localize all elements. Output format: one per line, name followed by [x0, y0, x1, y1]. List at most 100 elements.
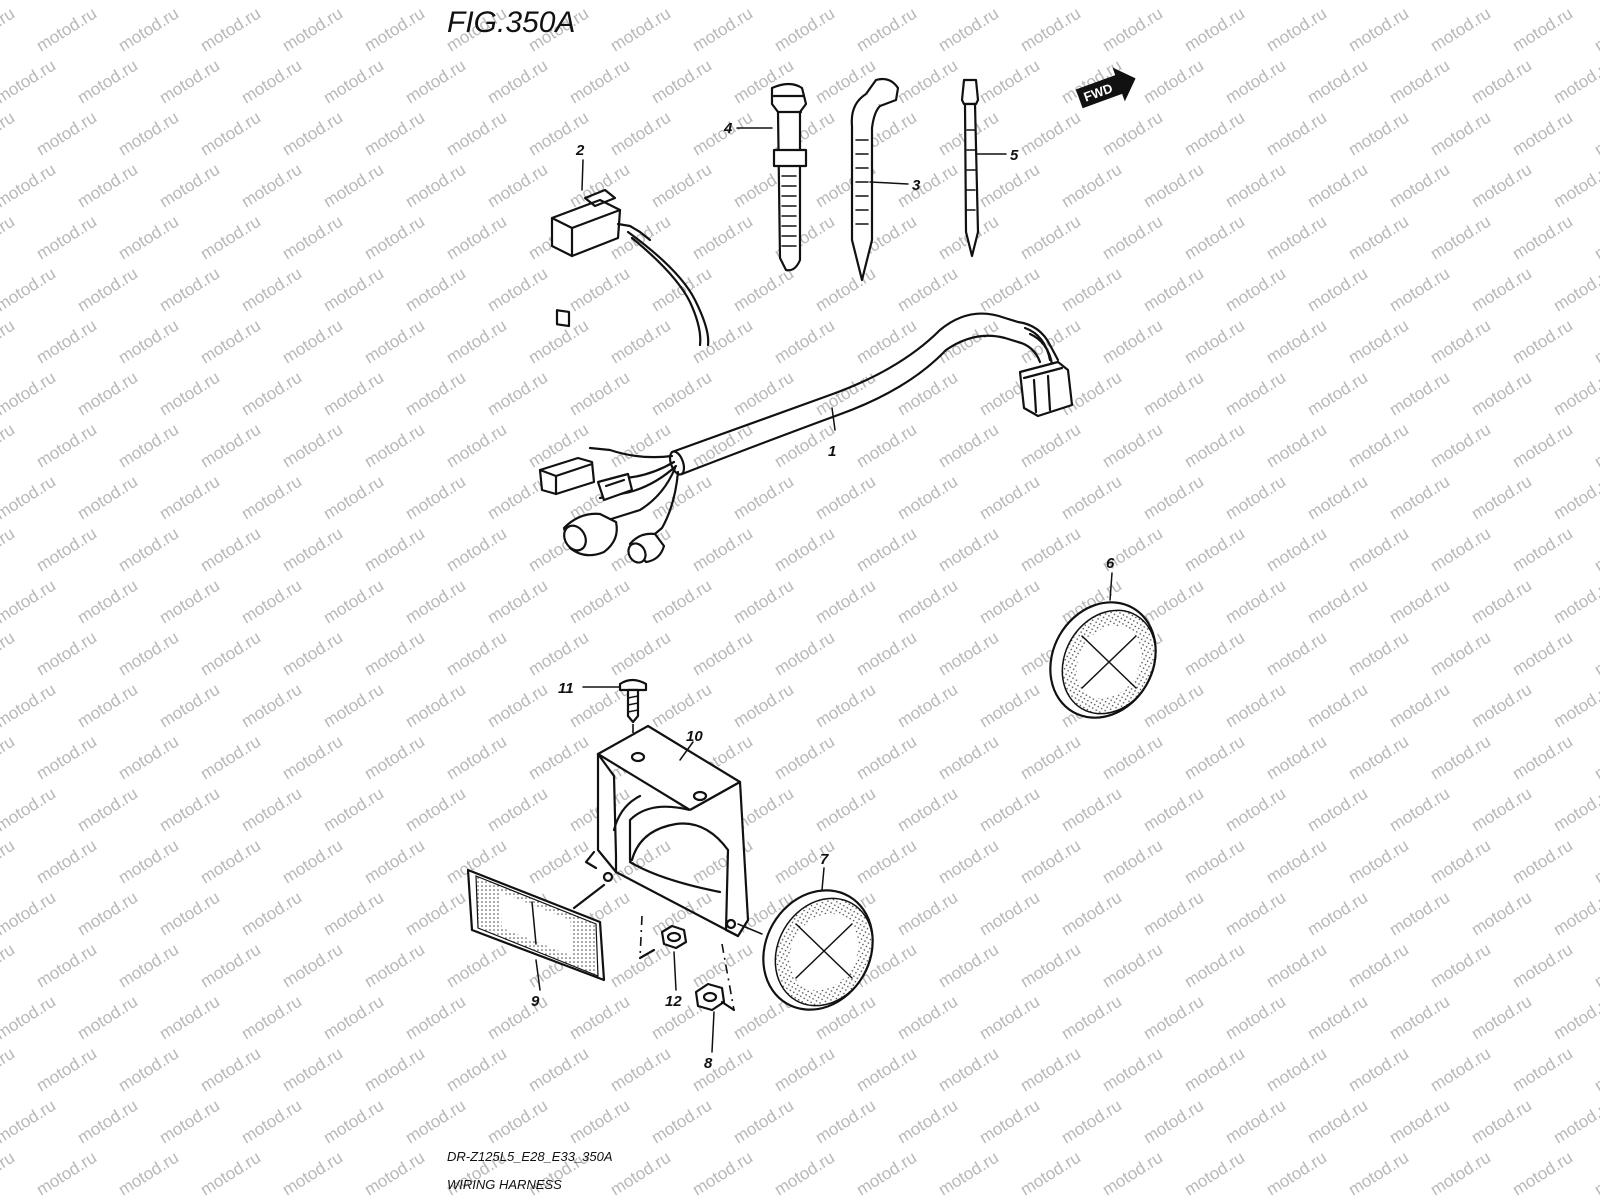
watermark-text: motod.ru [156, 56, 223, 108]
watermark-text: motod.ru [935, 4, 1002, 56]
watermark-text: motod.ru [689, 1044, 756, 1096]
watermark-text: motod.ru [443, 732, 510, 784]
watermark-text: motod.ru [812, 680, 879, 732]
watermark-text: motod.ru [1263, 1148, 1330, 1200]
watermark-text: motod.ru [1386, 992, 1453, 1044]
watermark-text: motod.ru [812, 784, 879, 836]
watermark-text: motod.ru [607, 4, 674, 56]
watermark-text: motod.ru [1017, 940, 1084, 992]
watermark-text: motod.ru [74, 160, 141, 212]
watermark-text: motod.ru [1550, 0, 1600, 3]
watermark-text: motod.ru [976, 0, 1043, 3]
watermark-text: motod.ru [689, 108, 756, 160]
watermark-text: motod.ru [156, 1096, 223, 1148]
watermark-text: motod.ru [1427, 212, 1494, 264]
watermark-text: motod.ru [566, 1096, 633, 1148]
watermark-text: motod.ru [1591, 316, 1600, 368]
watermark-text: motod.ru [320, 992, 387, 1044]
watermark-text: motod.ru [0, 1148, 18, 1200]
watermark-text: motod.ru [525, 732, 592, 784]
watermark-text: motod.ru [853, 524, 920, 576]
part-12-nut [638, 915, 688, 991]
watermark-text: motod.ru [197, 628, 264, 680]
watermark-text: motod.ru [1099, 108, 1166, 160]
watermark-text: motod.ru [1550, 888, 1600, 940]
watermark-text: motod.ru [1509, 420, 1576, 472]
watermark-text: motod.ru [1427, 1044, 1494, 1096]
watermark-text: motod.ru [1099, 212, 1166, 264]
watermark-text: motod.ru [238, 992, 305, 1044]
watermark-text: motod.ru [1181, 732, 1248, 784]
watermark-text: motod.ru [812, 264, 879, 316]
watermark-text: motod.ru [1509, 628, 1576, 680]
watermark-text: motod.ru [0, 524, 18, 576]
callout-8: 8 [704, 1055, 713, 1072]
watermark-text: motod.ru [525, 628, 592, 680]
watermark-text: motod.ru [1468, 472, 1535, 524]
watermark-text: motod.ru [1099, 1148, 1166, 1200]
watermark-text: motod.ru [853, 1044, 920, 1096]
watermark-text: motod.ru [1304, 472, 1371, 524]
watermark-text: motod.ru [853, 4, 920, 56]
watermark-text: motod.ru [1304, 784, 1371, 836]
watermark-text: motod.ru [0, 212, 18, 264]
watermark-text: motod.ru [607, 1148, 674, 1200]
watermark-text: motod.ru [361, 108, 428, 160]
watermark-text: motod.ru [1222, 264, 1289, 316]
watermark-text: motod.ru [279, 524, 346, 576]
watermark-text: motod.ru [238, 888, 305, 940]
figure-code: DR-Z125L5_E28_E33_350A [447, 1149, 613, 1164]
watermark-text: motod.ru [1509, 1148, 1576, 1200]
watermark-text: motod.ru [1017, 212, 1084, 264]
watermark-text: motod.ru [33, 940, 100, 992]
watermark-text: motod.ru [1263, 732, 1330, 784]
watermark-text: motod.ru [115, 732, 182, 784]
watermark-text: motod.ru [1345, 628, 1412, 680]
watermark-text: motod.ru [1345, 4, 1412, 56]
watermark-text: motod.ru [1263, 940, 1330, 992]
watermark-text: motod.ru [1140, 680, 1207, 732]
watermark-text: motod.ru [443, 628, 510, 680]
watermark-text: motod.ru [1386, 888, 1453, 940]
watermark-text: motod.ru [1386, 368, 1453, 420]
watermark-text: motod.ru [1386, 264, 1453, 316]
watermark-text: motod.ru [853, 732, 920, 784]
watermark-text: motod.ru [1591, 940, 1600, 992]
watermark-text: motod.ru [894, 160, 961, 212]
watermark-text: motod.ru [1304, 1096, 1371, 1148]
watermark-text: motod.ru [1017, 108, 1084, 160]
watermark-text: motod.ru [1140, 888, 1207, 940]
watermark-text: motod.ru [156, 264, 223, 316]
watermark-text: motod.ru [115, 524, 182, 576]
watermark-text: motod.ru [1386, 784, 1453, 836]
watermark-text: motod.ru [1140, 160, 1207, 212]
watermark-text: motod.ru [1304, 680, 1371, 732]
watermark-text: motod.ru [1304, 264, 1371, 316]
watermark-text: motod.ru [0, 628, 18, 680]
watermark-text: motod.ru [0, 992, 59, 1044]
watermark-text: motod.ru [894, 0, 961, 3]
watermark-text: motod.ru [33, 732, 100, 784]
watermark-text: motod.ru [976, 888, 1043, 940]
watermark-text: motod.ru [238, 160, 305, 212]
watermark-text: motod.ru [197, 4, 264, 56]
watermark-text: motod.ru [156, 680, 223, 732]
watermark-text: motod.ru [484, 0, 551, 3]
watermark-text: motod.ru [1222, 680, 1289, 732]
watermark-text: motod.ru [279, 836, 346, 888]
watermark-text: motod.ru [1509, 940, 1576, 992]
watermark-text: motod.ru [1345, 1044, 1412, 1096]
watermark-text: motod.ru [1345, 940, 1412, 992]
watermark-text: motod.ru [402, 576, 469, 628]
watermark-text: motod.ru [33, 524, 100, 576]
callout-7: 7 [820, 851, 829, 868]
watermark-text: motod.ru [648, 160, 715, 212]
watermark-text: motod.ru [1386, 472, 1453, 524]
watermark-text: motod.ru [238, 784, 305, 836]
watermark-text: motod.ru [1468, 888, 1535, 940]
watermark-text: motod.ru [1591, 420, 1600, 472]
watermark-text: motod.ru [771, 628, 838, 680]
watermark-text: motod.ru [1140, 576, 1207, 628]
watermark-text: motod.ru [894, 992, 961, 1044]
watermark-text: motod.ru [1345, 108, 1412, 160]
